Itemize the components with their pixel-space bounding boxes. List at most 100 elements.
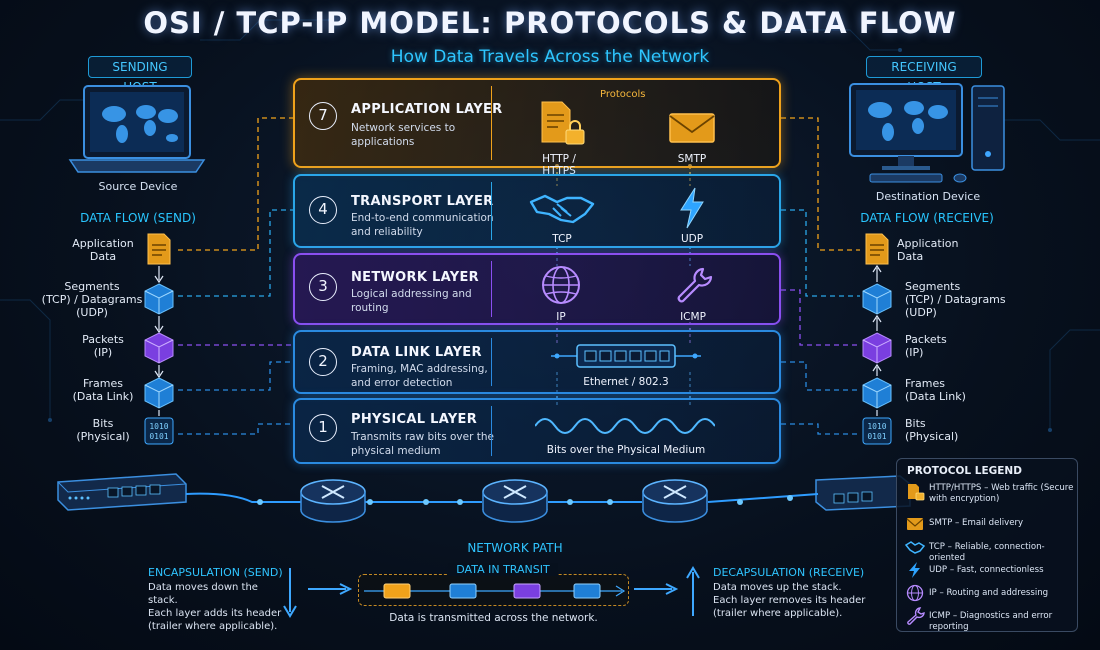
send-flow-icons: 1010 0101 [144, 233, 174, 445]
cube-icon [144, 377, 174, 409]
layer-number: 4 [309, 196, 337, 224]
receive-flow-title: DATA FLOW (RECEIVE) [860, 211, 994, 225]
layer-name: NETWORK LAYER [351, 270, 479, 285]
layer-description: End-to-end communication and reliability [351, 212, 494, 238]
send-step-packets: Packets (IP) [82, 333, 124, 359]
cube-icon [144, 332, 174, 364]
cube-icon [862, 332, 892, 364]
layer-description: Network services to applications [351, 122, 456, 148]
send-flow-title: DATA FLOW (SEND) [80, 211, 196, 225]
receive-flow-icons: 1010 0101 [862, 233, 892, 445]
layer-description: Logical addressing and routing [351, 288, 472, 314]
down-arrow-icon [283, 568, 297, 618]
wrench-icon [907, 607, 925, 625]
receive-step-application-data: Application Data [897, 237, 959, 263]
send-step-application-data: Application Data [72, 237, 134, 263]
transport-layer: 4 TRANSPORT LAYER End-to-end communicati… [293, 174, 781, 248]
sending-host-label: SENDING HOST [88, 56, 192, 94]
legend-item-smtp: SMTP – Email delivery [929, 518, 1024, 528]
globe-icon [906, 584, 924, 602]
svg-text:0101: 0101 [149, 432, 168, 441]
right-arrow-icon [634, 583, 679, 595]
network-path [57, 473, 911, 523]
layer-number: 2 [309, 348, 337, 376]
receive-step-frames: Frames (Data Link) [905, 377, 966, 403]
physical-layer: 1 PHYSICAL LAYER Transmits raw bits over… [293, 398, 781, 464]
laptop-icon [68, 85, 206, 173]
document-icon [865, 233, 889, 265]
handshake-icon [529, 194, 595, 224]
layer-description: Framing, MAC addressing, and error detec… [351, 363, 488, 389]
legend-title: PROTOCOL LEGEND [907, 465, 1022, 477]
wave-icon [535, 418, 715, 434]
cube-icon [144, 283, 174, 315]
send-step-segments: Segments (TCP) / Datagrams (UDP) [41, 280, 143, 319]
protocol-ip-label: IP [556, 311, 566, 323]
layer-divider [491, 406, 492, 456]
layer-divider [491, 182, 492, 240]
page-title: OSI / TCP-IP MODEL: PROTOCOLS & DATA FLO… [143, 6, 957, 40]
right-arrow-icon [308, 583, 353, 595]
data-in-transit-label: DATA IN TRANSIT [448, 563, 558, 576]
layer-divider [491, 261, 492, 317]
binary-icon: 1010 0101 [862, 417, 892, 445]
document-lock-icon [908, 484, 925, 501]
source-device-caption: Source Device [98, 180, 178, 193]
data-in-transit-caption: Data is transmitted across the network. [389, 612, 598, 624]
document-icon [147, 233, 171, 265]
legend-item-udp: UDP – Fast, connectionless [929, 565, 1044, 575]
layer-name: APPLICATION LAYER [351, 102, 503, 117]
page-subtitle: How Data Travels Across the Network [390, 47, 710, 67]
receive-step-bits: Bits (Physical) [905, 417, 959, 443]
layer-divider [491, 338, 492, 386]
lightning-icon [909, 562, 920, 578]
decapsulation-heading: DECAPSULATION (RECEIVE) [713, 566, 865, 579]
document-lock-icon [541, 101, 585, 145]
layer-name: TRANSPORT LAYER [351, 194, 494, 209]
transit-packets [364, 583, 626, 599]
up-arrow-icon [686, 566, 700, 616]
cube-icon [862, 283, 892, 315]
protocol-smtp-label: SMTP [677, 153, 707, 165]
layer-number: 7 [309, 102, 337, 130]
application-layer: 7 APPLICATION LAYER Network services to … [293, 78, 781, 177]
legend-item-icmp: ICMP – Diagnostics and error reporting [929, 611, 1053, 632]
data-link-layer: 2 DATA LINK LAYER Framing, MAC addressin… [293, 330, 781, 394]
protocol-legend: PROTOCOL LEGEND HTTP/HTTPS – Web traffic… [896, 458, 1078, 632]
layer-name: PHYSICAL LAYER [351, 412, 478, 427]
svg-text:1010: 1010 [867, 422, 886, 431]
router-icon [642, 479, 708, 523]
protocol-physical-label: Bits over the Physical Medium [546, 444, 706, 456]
network-path-label: NETWORK PATH [467, 541, 563, 555]
encapsulation-heading: ENCAPSULATION (SEND) [148, 566, 283, 579]
svg-text:0101: 0101 [867, 432, 886, 441]
protocol-icmp-label: ICMP [680, 311, 706, 323]
protocol-udp-label: UDP [680, 233, 704, 245]
protocol-tcp-label: TCP [552, 233, 572, 245]
receive-step-packets: Packets (IP) [905, 333, 947, 359]
legend-item-ip: IP – Routing and addressing [929, 588, 1049, 598]
router-icon [300, 479, 366, 523]
network-layer: 3 NETWORK LAYER Logical addressing and r… [293, 253, 781, 325]
encapsulation-text: Data moves down the stack. Each layer ad… [148, 582, 282, 632]
envelope-icon [906, 518, 924, 530]
protocol-ethernet-label: Ethernet / 802.3 [583, 376, 669, 388]
binary-icon: 1010 0101 [144, 417, 174, 445]
left-switch-icon [57, 473, 187, 511]
layer-description: Transmits raw bits over the physical med… [351, 431, 494, 457]
desktop-computer-icon [849, 83, 1005, 183]
cube-icon [862, 377, 892, 409]
svg-text:1010: 1010 [149, 422, 168, 431]
layer-divider [491, 86, 492, 160]
layer-number: 1 [309, 414, 337, 442]
layer-number: 3 [309, 273, 337, 301]
legend-item-http: HTTP/HTTPS – Web traffic (Secure with en… [929, 483, 1074, 504]
destination-device-caption: Destination Device [875, 190, 981, 203]
router-icon [482, 479, 548, 523]
send-step-frames: Frames (Data Link) [72, 377, 134, 403]
receive-step-segments: Segments (TCP) / Datagrams (UDP) [905, 280, 1006, 319]
send-step-bits: Bits (Physical) [76, 417, 130, 443]
legend-item-tcp: TCP – Reliable, connection-oriented [929, 542, 1045, 563]
